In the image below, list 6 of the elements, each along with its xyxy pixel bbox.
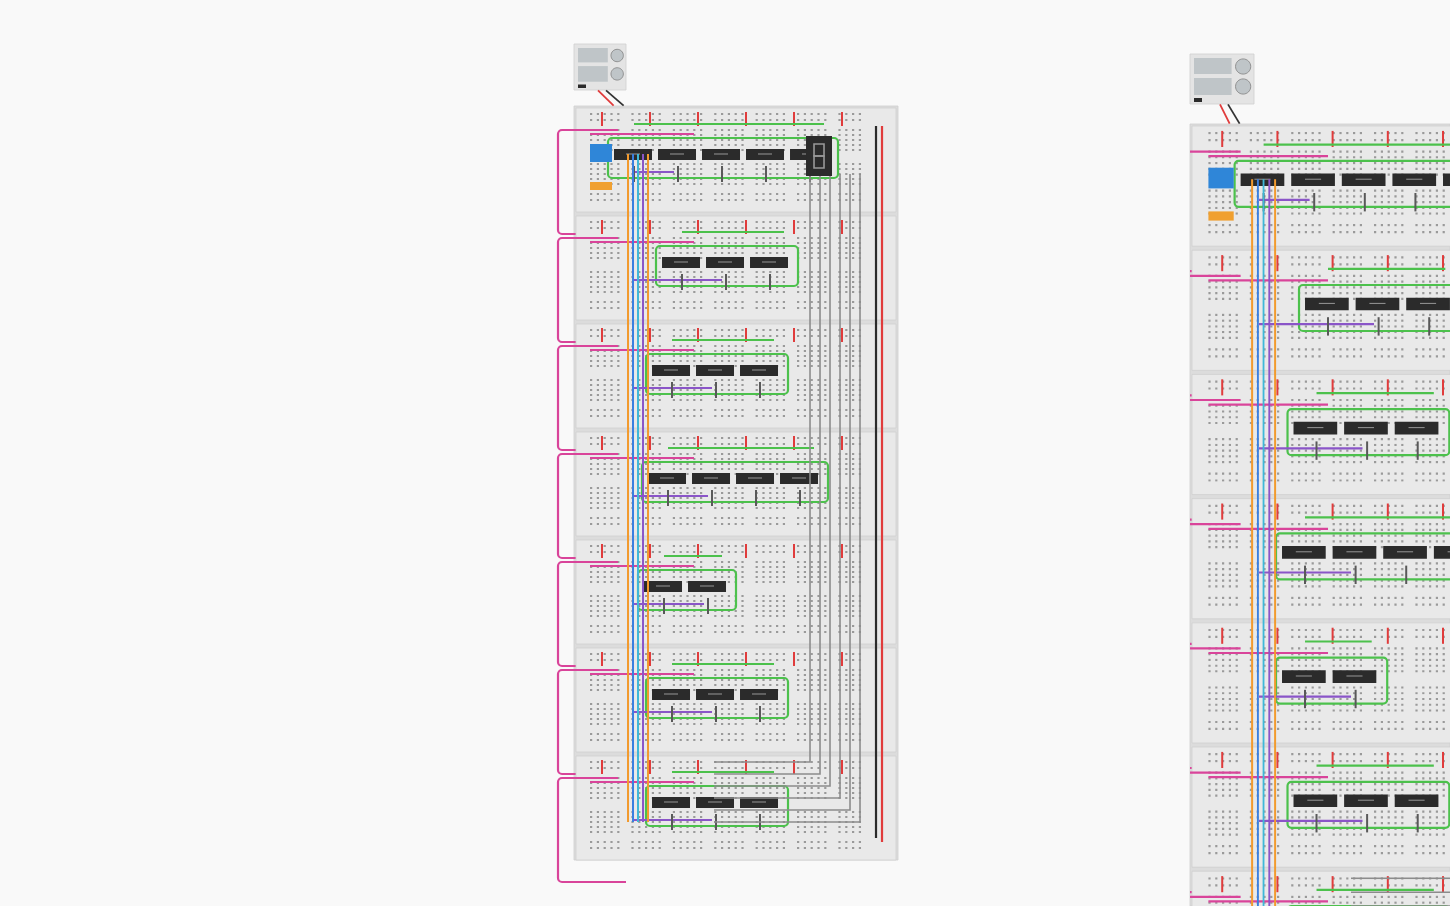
wire [605,89,625,107]
power-supply-drawing [573,43,627,91]
wire [1219,103,1231,125]
wire [597,89,615,107]
wire [1227,103,1241,125]
power-supply-drawing [1189,53,1255,105]
